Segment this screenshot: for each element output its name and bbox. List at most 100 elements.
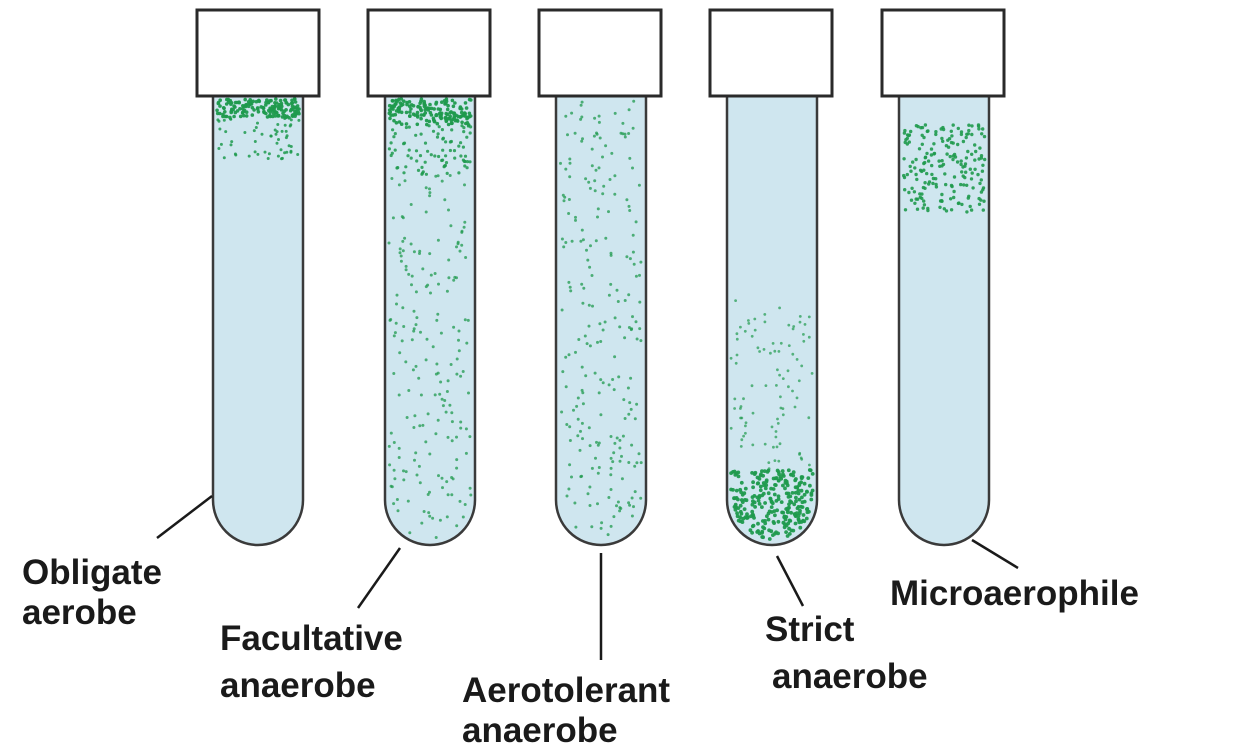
growth-dot	[801, 519, 805, 523]
growth-dot	[965, 210, 968, 213]
growth-dot	[469, 494, 472, 497]
growth-dot	[627, 293, 630, 296]
growth-dot	[760, 505, 764, 509]
growth-dot	[293, 97, 297, 101]
growth-dot	[455, 467, 458, 470]
growth-dot	[624, 417, 627, 420]
growth-dot	[784, 530, 788, 534]
growth-dot	[428, 187, 431, 190]
growth-dot	[902, 157, 905, 160]
growth-dot	[584, 335, 587, 338]
growth-dot	[589, 504, 592, 507]
growth-dot	[620, 455, 623, 458]
growth-dot	[796, 506, 800, 510]
growth-dot	[791, 529, 795, 533]
growth-dot	[762, 527, 766, 531]
growth-dot	[625, 255, 628, 258]
growth-dot	[424, 111, 428, 115]
growth-dot	[787, 324, 790, 327]
growth-dot	[967, 124, 970, 127]
growth-dot	[938, 165, 941, 168]
growth-dot	[923, 181, 926, 184]
growth-dot	[966, 150, 969, 153]
growth-dot	[627, 413, 630, 416]
growth-dot	[970, 133, 973, 136]
growth-dot	[398, 447, 401, 450]
growth-dot	[983, 135, 986, 138]
growth-dot	[756, 482, 760, 486]
growth-dot	[408, 114, 412, 118]
growth-dot	[447, 436, 450, 439]
growth-dot	[408, 126, 411, 129]
growth-dot	[922, 199, 925, 202]
growth-dot	[581, 391, 584, 394]
growth-dot	[772, 520, 776, 524]
growth-dot	[405, 111, 409, 115]
growth-dot	[596, 133, 599, 136]
growth-dot	[633, 263, 636, 266]
growth-dot	[566, 133, 569, 136]
growth-dot	[767, 528, 771, 532]
growth-dot	[458, 349, 461, 352]
growth-dot	[742, 435, 745, 438]
growth-dot	[787, 468, 791, 472]
growth-dot	[570, 112, 573, 115]
growth-dot	[452, 326, 455, 329]
growth-dot	[393, 469, 396, 472]
growth-dot	[980, 178, 983, 181]
growth-dot	[562, 245, 565, 248]
growth-dot	[581, 302, 584, 305]
growth-dot	[740, 438, 743, 441]
growth-dot	[581, 422, 584, 425]
growth-dot	[457, 242, 460, 245]
growth-dot	[407, 500, 410, 503]
growth-dot	[981, 164, 984, 167]
growth-dot	[734, 508, 738, 512]
growth-dot	[754, 329, 757, 332]
growth-dot	[980, 156, 983, 159]
growth-dot	[430, 113, 434, 117]
growth-dot	[446, 390, 449, 393]
growth-dot	[610, 152, 613, 155]
growth-dot	[441, 128, 444, 131]
growth-dot	[422, 100, 426, 104]
growth-dot	[745, 421, 748, 424]
growth-dot	[634, 417, 637, 420]
growth-dot	[796, 358, 799, 361]
growth-dot	[283, 109, 287, 113]
growth-dot	[574, 216, 577, 219]
growth-dot	[915, 124, 918, 127]
growth-dot	[956, 143, 959, 146]
growth-dot	[437, 239, 440, 242]
growth-dot	[775, 430, 778, 433]
growth-dot	[790, 500, 794, 504]
growth-dot	[730, 427, 733, 430]
growth-dot	[938, 206, 941, 209]
growth-dot	[417, 377, 420, 380]
growth-dot	[969, 168, 972, 171]
growth-dot	[459, 250, 462, 253]
growth-dot	[296, 153, 299, 156]
growth-dot	[438, 125, 441, 128]
growth-dot	[420, 394, 423, 397]
growth-dot	[617, 300, 620, 303]
growth-dot	[399, 104, 403, 108]
growth-dot	[973, 158, 976, 161]
growth-dot	[770, 500, 774, 504]
growth-dot	[591, 467, 594, 470]
growth-dot	[791, 353, 794, 356]
growth-dot	[561, 309, 564, 312]
growth-dot	[559, 162, 562, 165]
growth-dot	[407, 389, 410, 392]
growth-dot	[767, 491, 771, 495]
growth-dot	[432, 130, 435, 133]
growth-dot	[635, 220, 638, 223]
growth-dot	[224, 130, 227, 133]
growth-dot	[808, 464, 811, 467]
growth-dot	[259, 105, 263, 109]
growth-dot	[443, 198, 446, 201]
growth-dot	[284, 124, 287, 127]
growth-dot	[437, 155, 440, 158]
growth-dot	[572, 409, 575, 412]
